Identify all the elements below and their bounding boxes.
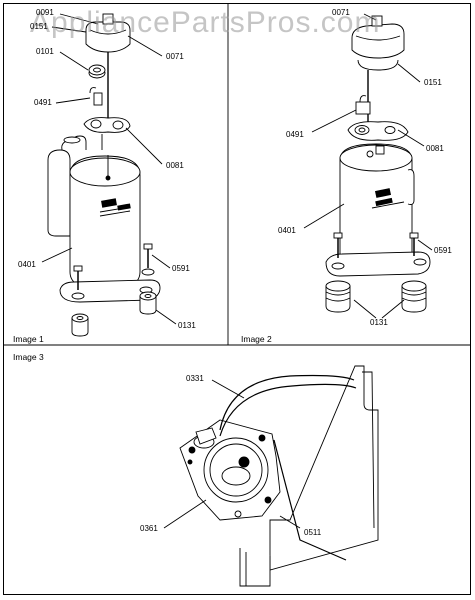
callout-0401: 0401: [278, 226, 296, 235]
panel-label-image2: Image 2: [241, 334, 272, 344]
image1-assembly: [41, 13, 177, 337]
callout-0101: 0101: [36, 47, 54, 56]
callout-0361: 0361: [140, 524, 158, 533]
callout-0071: 0071: [332, 8, 350, 17]
callout-0151: 0151: [30, 22, 48, 31]
callout-0071: 0071: [166, 52, 184, 61]
callout-0081: 0081: [166, 161, 184, 170]
callout-0511: 0511: [304, 528, 322, 537]
callout-0591: 0591: [434, 246, 452, 255]
callout-0091: 0091: [36, 8, 54, 17]
panel-label-image1: Image 1: [13, 334, 44, 344]
callout-0401: 0401: [18, 260, 36, 269]
image2-assembly: [303, 13, 433, 319]
callout-0331: 0331: [186, 374, 204, 383]
callout-0491: 0491: [34, 98, 52, 107]
callout-0131: 0131: [370, 318, 388, 327]
panel-label-image3: Image 3: [13, 352, 44, 362]
callout-0151: 0151: [424, 78, 442, 87]
callout-0081: 0081: [426, 144, 444, 153]
callout-0131: 0131: [178, 321, 196, 330]
diagram-frame: [3, 3, 471, 595]
callout-0591: 0591: [172, 264, 190, 273]
image3-assembly: [163, 365, 379, 587]
callout-0491: 0491: [286, 130, 304, 139]
